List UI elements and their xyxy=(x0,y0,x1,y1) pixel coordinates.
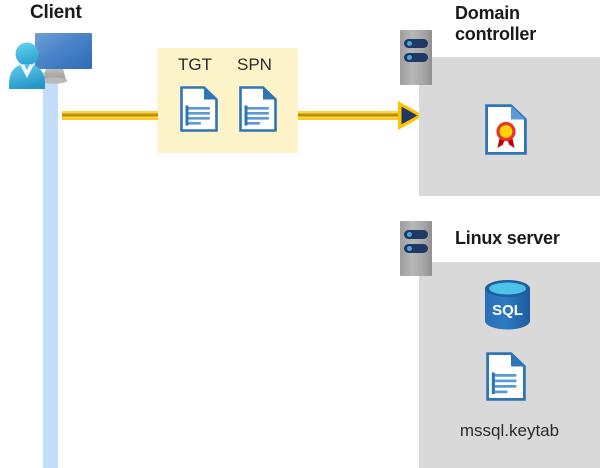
rack-led-icon xyxy=(407,246,412,251)
domain-controller-server-rack-icon xyxy=(400,30,432,85)
sql-database-icon: SQL xyxy=(483,279,532,336)
rack-slot-icon xyxy=(404,53,428,62)
request-arrow-segment-right xyxy=(298,111,405,120)
request-arrow-segment-left xyxy=(62,111,158,120)
client-workstation-icon xyxy=(6,28,94,90)
request-arrow-head-icon xyxy=(398,101,424,130)
rack-slot-icon xyxy=(404,39,428,48)
spn-document-icon xyxy=(239,86,277,137)
linux-server-title: Linux server xyxy=(455,228,560,248)
client-title: Client xyxy=(30,2,82,23)
rack-led-icon xyxy=(407,41,412,46)
sql-database-label: SQL xyxy=(492,302,523,319)
tgt-label: TGT xyxy=(178,55,212,74)
rack-slot-icon xyxy=(404,230,428,239)
linux-server-server-rack-icon xyxy=(400,221,432,276)
keytab-filename-label: mssql.keytab xyxy=(459,421,560,440)
rack-led-icon xyxy=(407,55,412,60)
rack-led-icon xyxy=(407,232,412,237)
keytab-document-icon xyxy=(486,352,526,406)
certificate-document-icon xyxy=(485,104,527,160)
domain-controller-title: Domain controller xyxy=(455,3,537,44)
spn-label: SPN xyxy=(237,55,272,74)
client-lifeline xyxy=(43,72,58,468)
tgt-document-icon xyxy=(180,86,218,137)
rack-slot-icon xyxy=(404,244,428,253)
